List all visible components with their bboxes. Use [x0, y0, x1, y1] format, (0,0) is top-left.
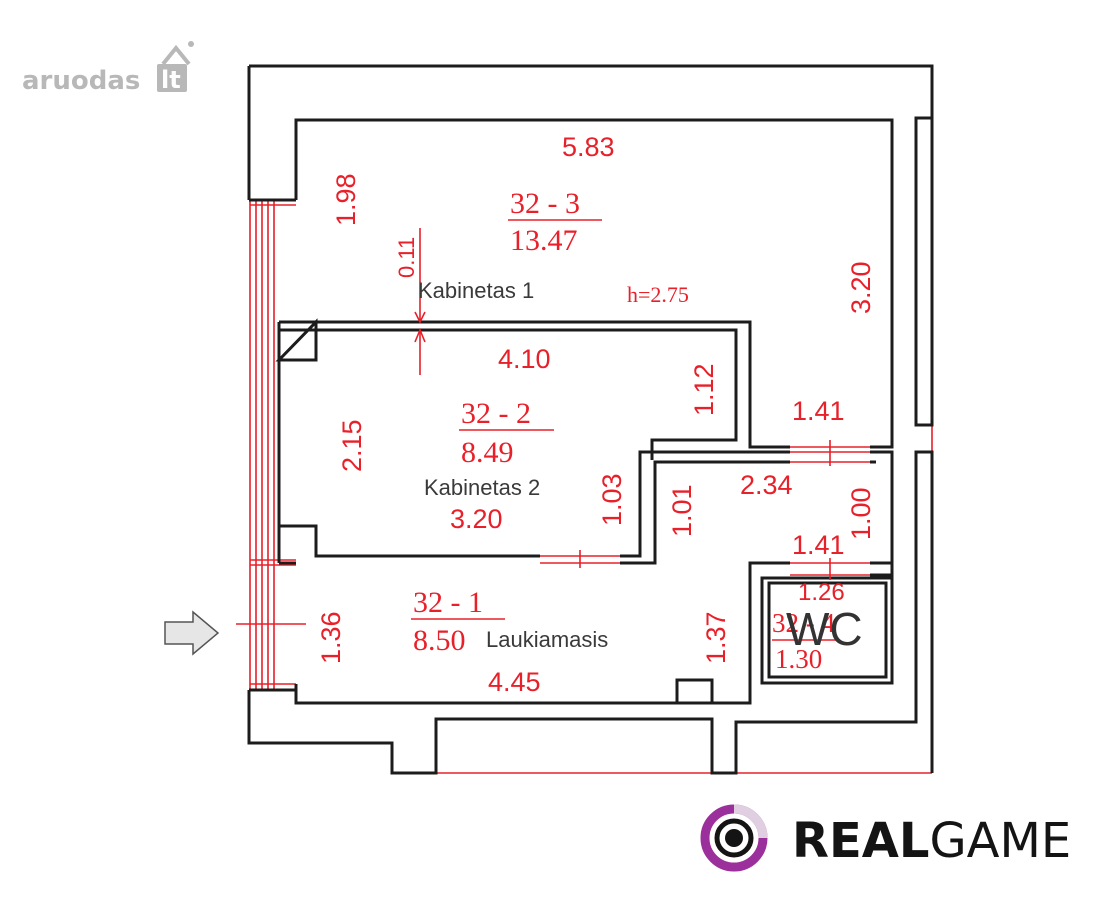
dimension-label: 1.03	[597, 473, 627, 526]
brand-bold: REAL	[792, 813, 929, 869]
room-name: Kabinetas 1	[418, 278, 534, 303]
room-name: WC	[786, 603, 863, 655]
realgame-logo: REALGAME	[700, 804, 1071, 872]
logo-ring-highlight	[733, 804, 768, 839]
room-name: Kabinetas 2	[424, 475, 540, 500]
brand-name: REALGAME	[792, 813, 1071, 869]
room-code: 32 - 3	[510, 187, 580, 220]
dimension-label: 3.20	[846, 261, 876, 314]
room-name: Laukiamasis	[486, 627, 608, 652]
smoke-icon	[188, 41, 194, 47]
dimension-label: 1.36	[316, 611, 346, 664]
dimension-label: 3.20	[450, 504, 503, 534]
room-area: 13.47	[510, 224, 578, 257]
watermark-text: aruodas	[22, 66, 140, 96]
watermark-badge	[157, 64, 187, 92]
brand-light: GAME	[929, 813, 1071, 869]
walls	[247, 64, 934, 775]
dimension-label: 4.45	[488, 667, 541, 697]
dimension-label: 5.83	[562, 132, 615, 162]
dimension-label: 0.11	[394, 237, 419, 278]
dimension-label: 1.37	[701, 611, 731, 664]
dimension-label: 1.98	[331, 173, 361, 226]
dimension-label: 2.15	[337, 419, 367, 472]
room-code: 32 - 1	[413, 586, 483, 619]
entrance-arrow-icon	[164, 610, 220, 656]
aruodas-watermark: aruodas lt	[22, 41, 194, 96]
room-height: h=2.75	[627, 282, 689, 307]
house-roof-icon	[161, 44, 191, 66]
dimension-labels: 5.83 1.98 0.11 3.20 4.10 1.12 1.41 2.15 …	[316, 132, 876, 697]
dimension-label: 1.41	[792, 396, 845, 426]
room-kabinetas-2: 32 - 2 8.49 Kabinetas 2	[424, 397, 554, 500]
dimension-label: 1.12	[689, 363, 719, 416]
logo-dot-icon	[725, 829, 743, 847]
room-code: 32 - 2	[461, 397, 531, 430]
room-area: 1.30	[775, 644, 822, 674]
room-area: 8.50	[413, 624, 466, 657]
dimension-label: 1.01	[667, 484, 697, 537]
room-area: 8.49	[461, 436, 514, 469]
door-openings	[414, 228, 870, 580]
dimension-label: 1.41	[792, 530, 845, 560]
room-wc: 32 - 4 1.30 WC	[772, 603, 863, 674]
room-laukiamasis: 32 - 1 8.50 Laukiamasis	[411, 586, 608, 657]
dimension-label: 2.34	[740, 470, 793, 500]
room-code: 32 - 4	[772, 608, 835, 638]
dimension-label: 1.00	[846, 487, 876, 540]
watermark-suffix: lt	[161, 66, 181, 94]
dimension-label: 4.10	[498, 344, 551, 374]
room-kabinetas-1: 32 - 3 13.47 Kabinetas 1 h=2.75	[418, 187, 689, 307]
dimension-label: 1.26	[798, 579, 845, 606]
